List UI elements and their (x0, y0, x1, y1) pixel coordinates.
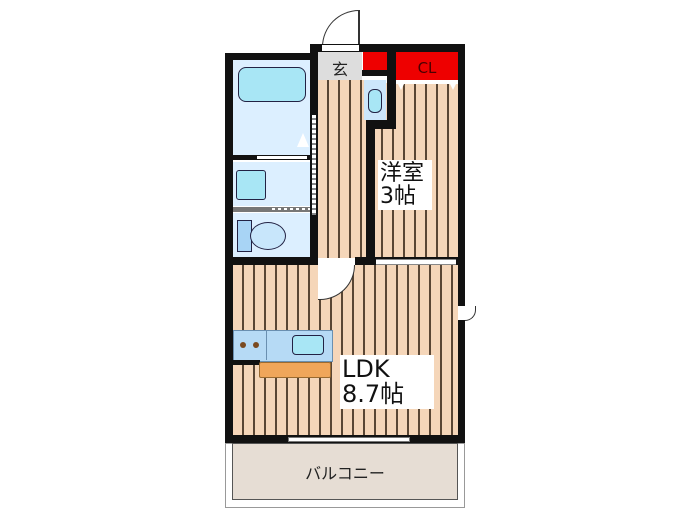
wall-top-bath (225, 53, 318, 60)
ldk-size: 8.7帖 (342, 380, 405, 409)
western-room-sliding-door (376, 259, 456, 265)
western-room-label: 洋室 3帖 (378, 160, 432, 211)
balcony-label: バルコニー (305, 464, 385, 483)
wash-toilet-dash (272, 208, 310, 210)
washbasin-icon (236, 170, 266, 200)
wall-ldk-top-left (225, 257, 318, 265)
closet (396, 52, 458, 80)
bathtub-icon (238, 67, 306, 102)
side-door-opening (458, 306, 465, 320)
bath-door-triangle-icon (297, 133, 309, 147)
stove-burner-left-icon (240, 342, 246, 348)
stove-burner-right-icon (253, 342, 259, 348)
hallway-floor (318, 80, 370, 260)
ldk-name: LDK (342, 355, 390, 383)
wall-hall-western (387, 44, 396, 129)
closet-rail (396, 80, 458, 84)
balcony-sliding-window (288, 437, 410, 442)
side-door-swing (465, 306, 476, 321)
western-room-size: 3帖 (380, 184, 416, 210)
wall-right (458, 44, 465, 463)
kitchen-wall-stub (225, 360, 260, 365)
kitchen-counter-orange (259, 362, 331, 378)
closet-label: CL (417, 59, 437, 77)
entrance-door-leaf (358, 10, 360, 47)
shoe-cabinet (363, 52, 387, 70)
wall-hall-western-lower (366, 120, 375, 265)
washing-machine-icon (368, 89, 382, 113)
entrance-area (318, 52, 362, 80)
bath-door-rail (257, 156, 307, 159)
balcony-floor (232, 443, 458, 500)
ldk-label: LDK 8.7帖 (340, 355, 434, 410)
entrance-door-opening (322, 45, 359, 51)
closet-door-left-icon (398, 84, 404, 90)
kitchen-sink-icon (292, 335, 324, 355)
closet-door-right-icon (450, 84, 456, 90)
western-room-name: 洋室 (380, 161, 425, 186)
wall-ldk-top-mid (355, 257, 373, 265)
ldk-door-frame (318, 258, 355, 264)
entrance-label: 玄 (331, 60, 348, 79)
entrance-door-swing (322, 10, 360, 48)
kitchen-divider (266, 330, 267, 360)
wall-entrance-bottom (362, 70, 388, 76)
wash-sliding-door (312, 115, 316, 215)
toilet-bowl-icon (250, 222, 286, 250)
wall-hall-western-jog (366, 120, 396, 129)
